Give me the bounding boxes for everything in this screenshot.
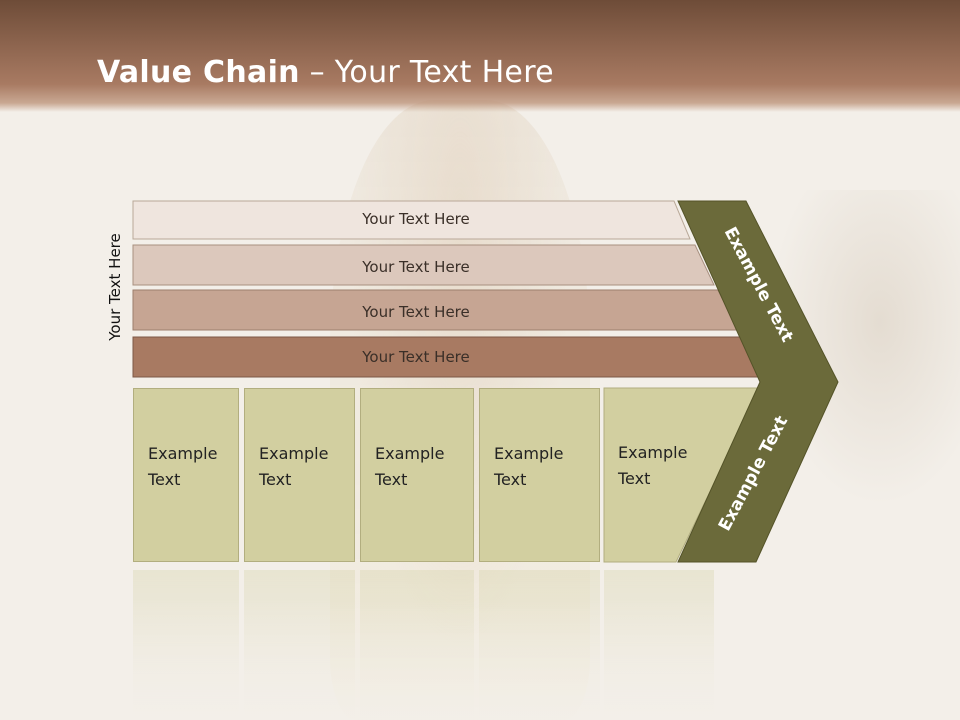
bar-2 [132,244,715,286]
box-3: Example Text [360,388,474,562]
box-1: Example Text [133,388,239,562]
bar-4-label: Your Text Here [361,348,469,366]
box-1-label: Example Text [148,444,218,489]
box-2-label: Example Text [259,444,329,489]
box-4: Example Text [479,388,600,562]
box-2: Example Text [244,388,355,562]
box-5-label: Example Text [618,443,688,488]
box-4-label: Example Text [494,444,564,489]
bar-1 [132,200,691,240]
bar-2-label: Your Text Here [361,258,469,276]
chevron-arrow [677,200,839,563]
bar-3-label: Your Text Here [361,303,469,321]
box-3-label: Example Text [375,444,445,489]
bar-1-label: Your Text Here [361,210,469,228]
box-5: Example Text [604,388,724,562]
slide-title: Value Chain – Your Text Here [97,55,554,90]
title-bar [0,0,960,112]
bottom-fade [0,600,960,720]
box-5-shape [603,387,761,563]
